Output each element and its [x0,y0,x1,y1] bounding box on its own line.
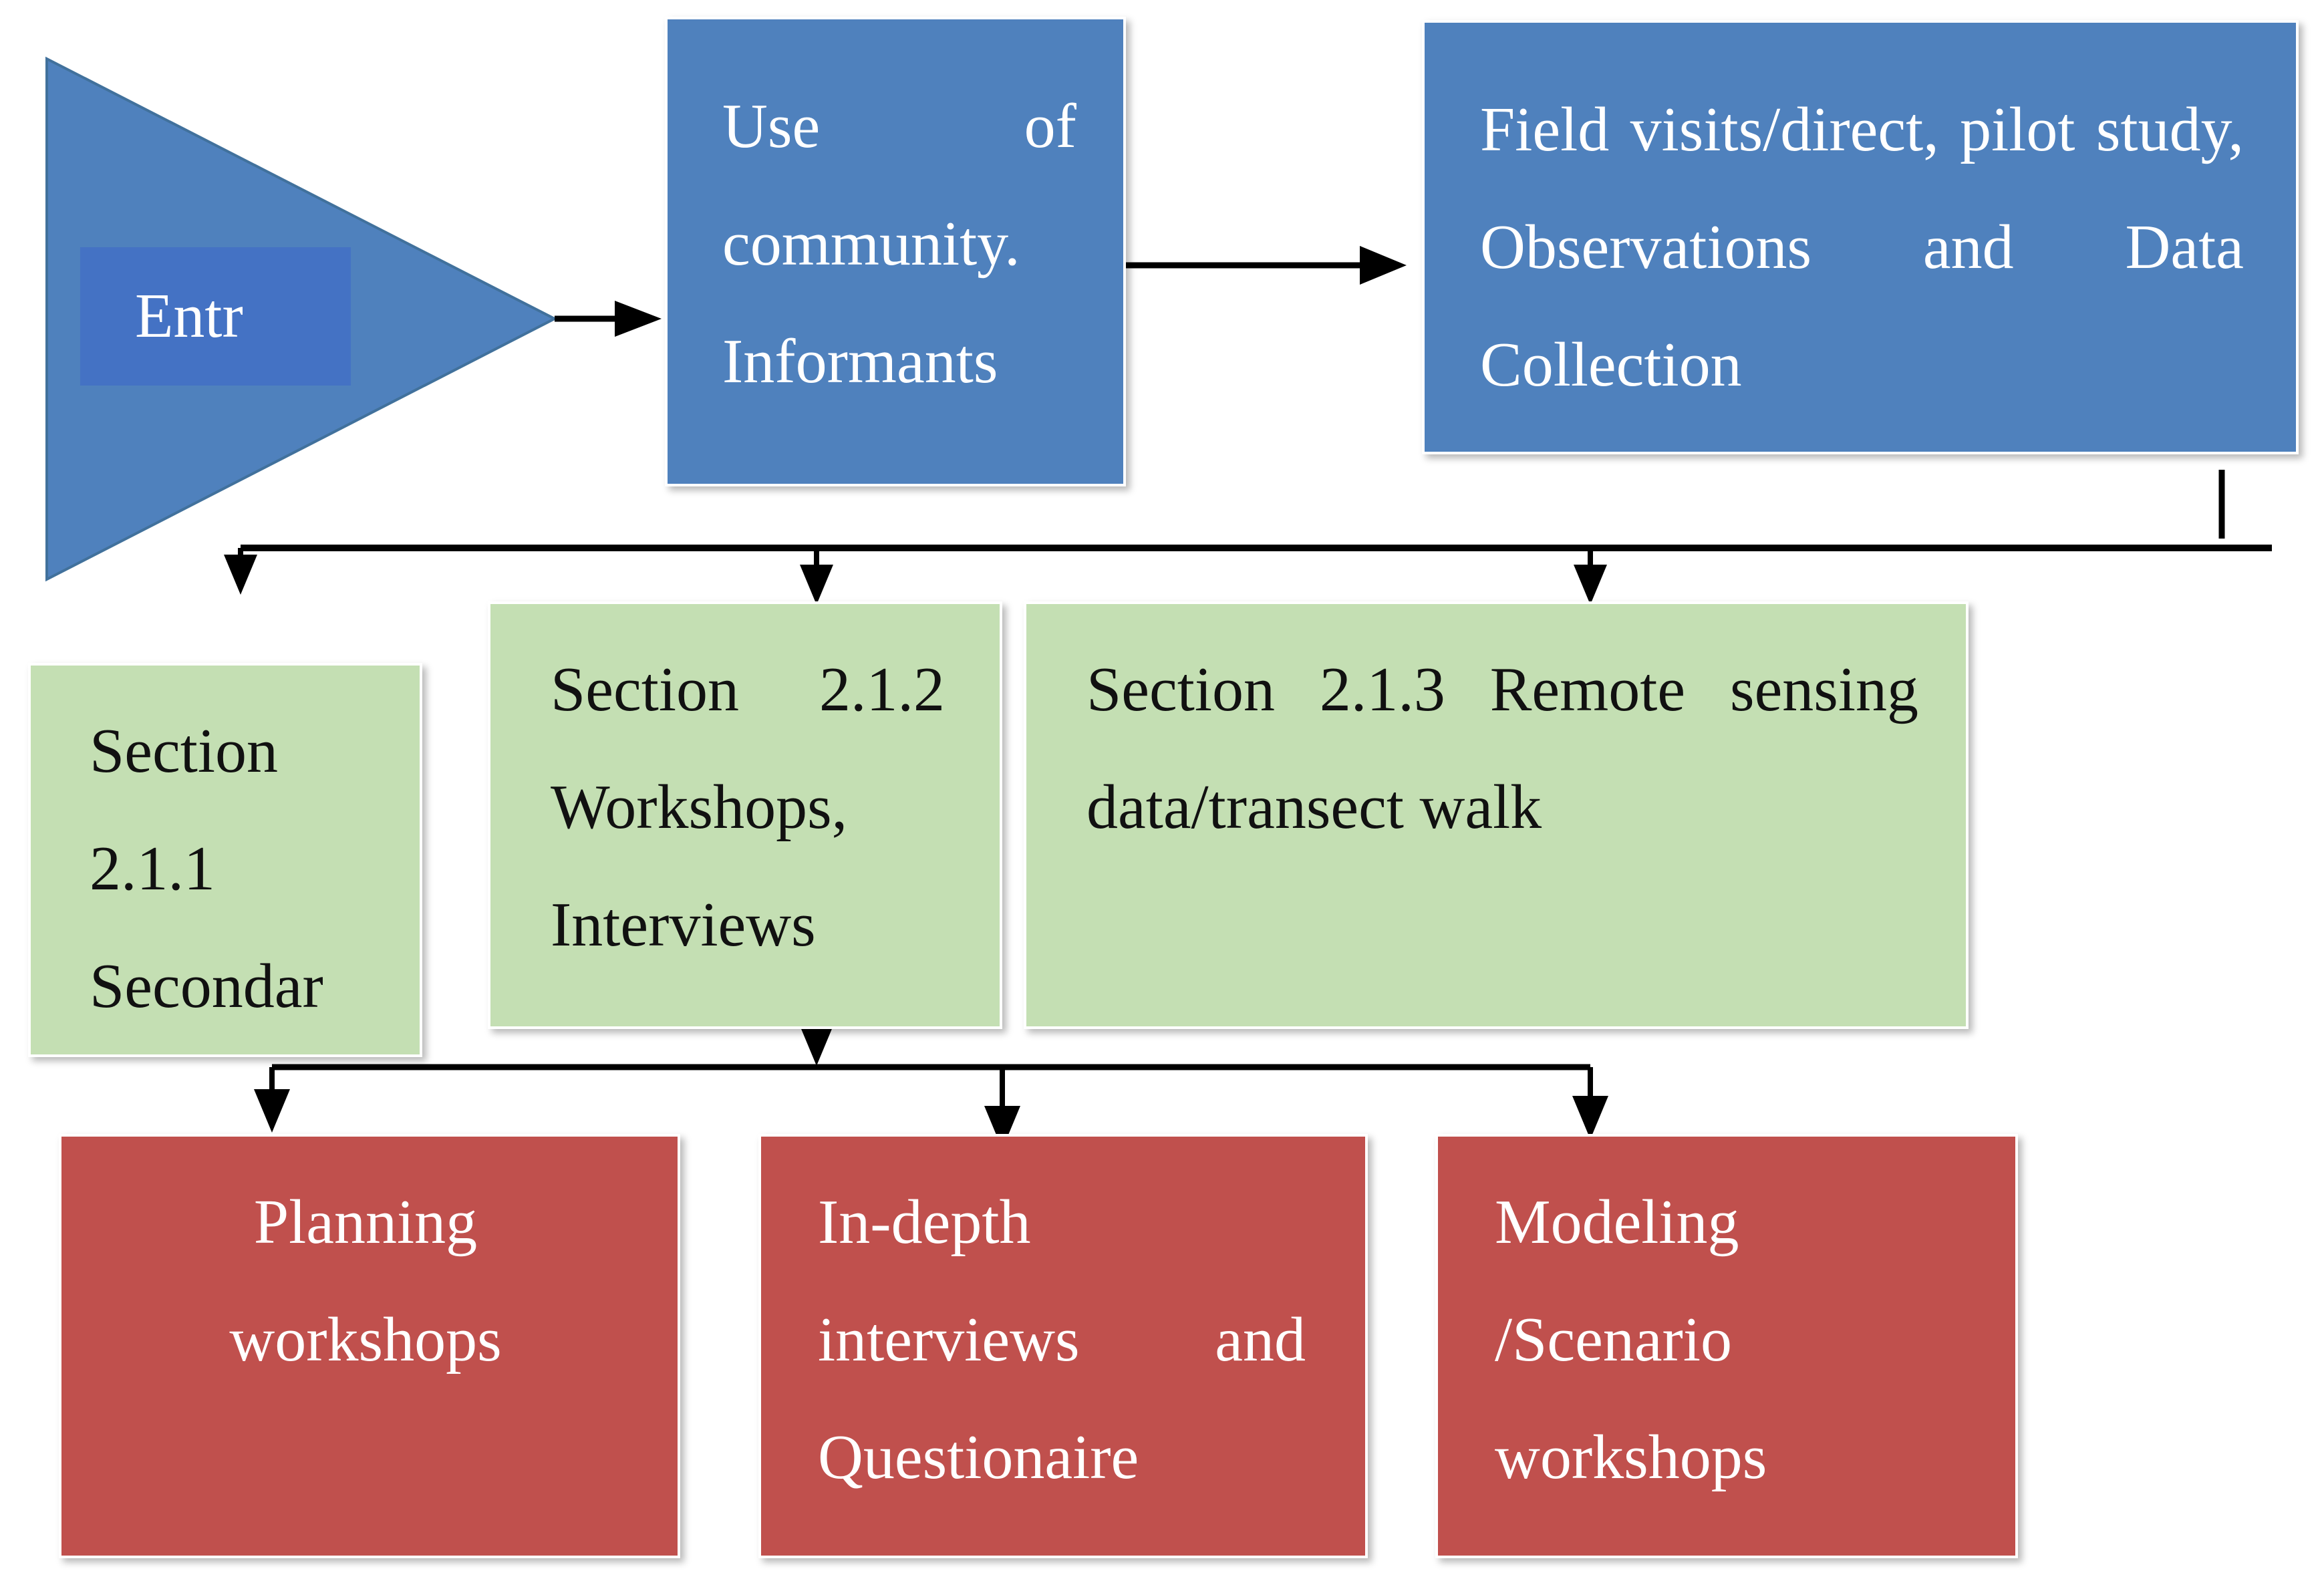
section-211-text: Section 2.1.1 Secondar [90,716,323,1021]
modeling-workshops-box: Modeling /Scenario workshops [1435,1134,2018,1558]
field-visits-box: Field visits/direct, pilot study, Observ… [1422,20,2299,454]
section-213-box: Section 2.1.3 Remote sensing data/transe… [1024,601,1969,1029]
arrowhead-212-down [800,1026,833,1066]
section-212-box: Section 2.1.2 Workshops, Interviews [488,601,1002,1029]
section-211-box: Section 2.1.1 Secondar [28,663,422,1057]
modeling-workshops-text: Modeling /Scenario workshops [1495,1187,1767,1492]
arrowhead-planning [254,1089,290,1133]
community-informants-box: Use of community. Informants [665,17,1126,486]
arrowhead-213 [1574,565,1607,605]
planning-workshops-text: Planning workshops [229,1187,502,1374]
entry-label: Entr [80,247,351,386]
section-212-text: Section 2.1.2 Workshops, Interviews [551,655,945,960]
arrowhead-entry-community [615,301,662,337]
arrowhead-211 [224,555,257,595]
planning-workshops-box: Planning workshops [59,1134,680,1558]
section-213-text: Section 2.1.3 Remote sensing data/transe… [1086,655,1918,842]
arrowhead-212 [800,565,833,605]
community-informants-text: Use of community. Informants [722,92,1076,396]
field-visits-text: Field visits/direct, pilot study, Observ… [1480,95,2244,400]
indepth-interviews-box: In-depth interviews and Questionaire [758,1134,1368,1558]
indepth-interviews-text: In-depth interviews and Questionaire [818,1187,1306,1492]
arrowhead-modeling [1572,1096,1608,1139]
arrowhead-indepth [984,1106,1020,1149]
arrowhead-community-field [1360,246,1407,285]
